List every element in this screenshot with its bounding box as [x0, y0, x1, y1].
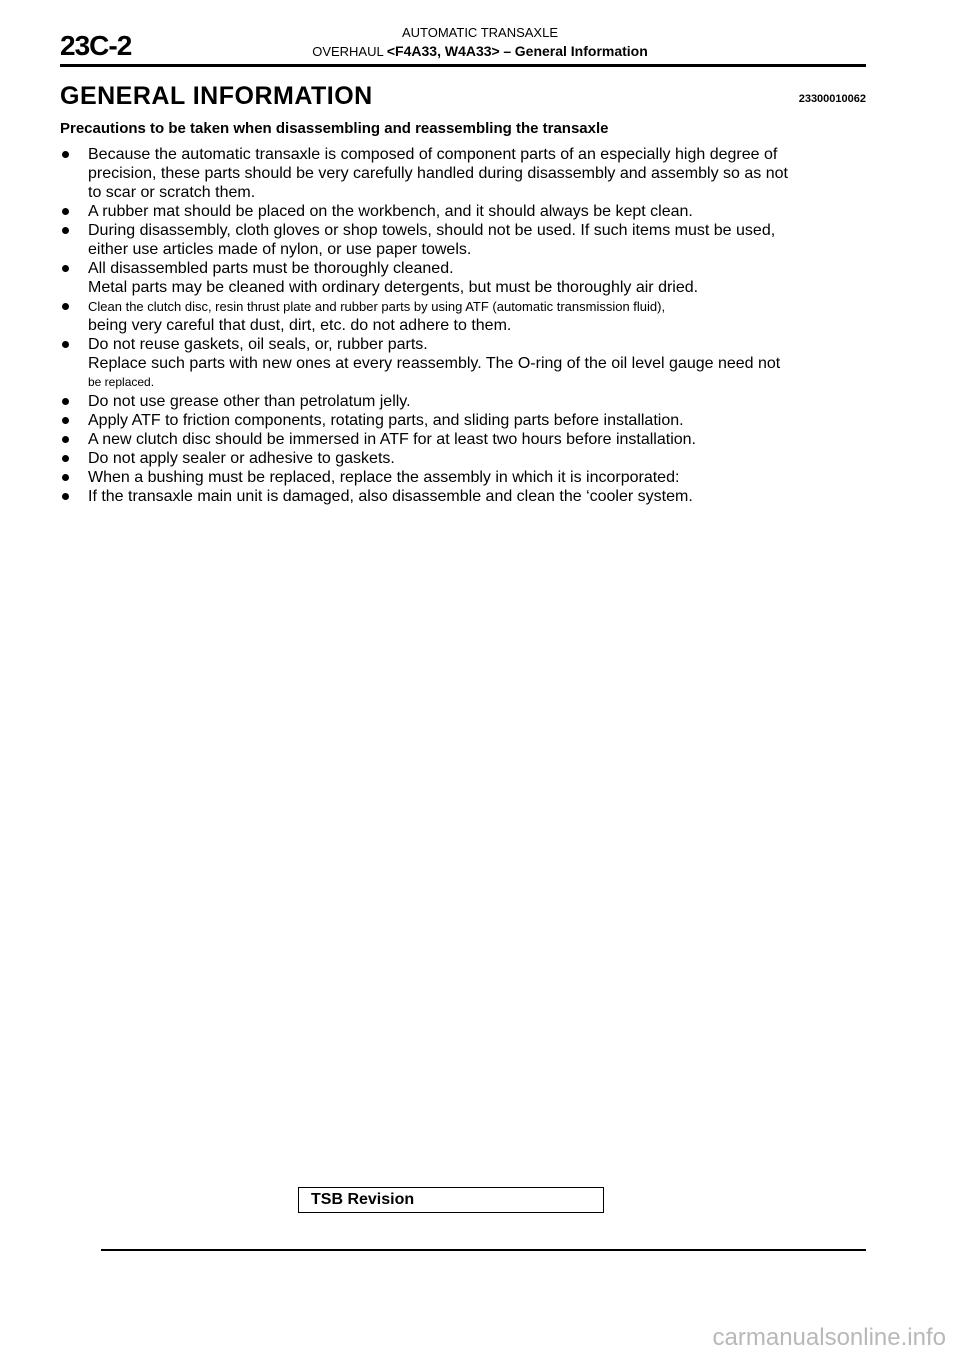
bullet-icon [62, 341, 69, 348]
bullet-icon [62, 208, 69, 215]
bullet-icon [62, 455, 69, 462]
item-line: A rubber mat should be placed on the wor… [88, 203, 693, 220]
list-item-continuation: Metal parts may be cleaned with ordinary… [88, 279, 699, 296]
list-item-continuation: be replaced. [88, 375, 155, 389]
item-line: Because the automatic transaxle is compo… [88, 146, 778, 163]
list-item-continuation: precision, these parts should be very ca… [88, 165, 788, 182]
reference-code: 23300010062 [798, 93, 866, 105]
bullet-icon [62, 493, 69, 500]
precautions-list: Because the automatic transaxle is compo… [62, 145, 868, 506]
list-item-continuation: being very careful that dust, dirt, etc.… [88, 317, 512, 334]
tsb-revision-box: TSB Revision [298, 1187, 604, 1213]
list-item: If the transaxle main unit is damaged, a… [62, 487, 868, 506]
list-item: Do not reuse gaskets, oil seals, or, rub… [62, 335, 868, 354]
header-chapter: AUTOMATIC TRANSAXLE [401, 25, 559, 40]
subheading: Precautions to be taken when disassembli… [60, 120, 609, 137]
item-line: Clean the clutch disc, resin thrust plat… [88, 299, 666, 314]
header-rule [60, 64, 866, 67]
header-section-name: General Information [514, 43, 648, 59]
list-item-continuation: to scar or scratch them. [88, 184, 256, 201]
bullet-icon [62, 227, 69, 234]
item-line: If the transaxle main unit is damaged, a… [88, 488, 693, 505]
item-line: Do not reuse gaskets, oil seals, or, rub… [88, 336, 428, 353]
bullet-icon [62, 265, 69, 272]
item-line: Apply ATF to friction components, rotati… [88, 412, 684, 429]
header-section-models: <F4A33, W4A33> [386, 43, 500, 59]
bullet-icon [62, 417, 69, 424]
header-section: OVERHAUL <F4A33, W4A33> – General Inform… [0, 43, 960, 59]
item-line: When a bushing must be replaced, replace… [88, 469, 680, 486]
list-item: All disassembled parts must be thoroughl… [62, 259, 868, 278]
bullet-icon [62, 474, 69, 481]
list-item: Do not apply sealer or adhesive to gaske… [62, 449, 868, 468]
list-item: During disassembly, cloth gloves or shop… [62, 221, 868, 240]
list-item: A new clutch disc should be immersed in … [62, 430, 868, 449]
header-section-dash: – [503, 43, 512, 59]
page-number: 23C-2 [60, 30, 132, 61]
item-line: Do not apply sealer or adhesive to gaske… [88, 450, 395, 467]
bullet-icon [62, 151, 69, 158]
list-item: Do not use grease other than petrolatum … [62, 392, 868, 411]
list-item: Apply ATF to friction components, rotati… [62, 411, 868, 430]
list-item-continuation: either use articles made of nylon, or us… [88, 241, 472, 258]
item-line: All disassembled parts must be thoroughl… [88, 260, 454, 277]
list-item: Because the automatic transaxle is compo… [62, 145, 868, 164]
item-line: A new clutch disc should be immersed in … [88, 431, 696, 448]
bullet-icon [62, 436, 69, 443]
header-section-prefix: OVERHAUL [312, 44, 384, 59]
bullet-icon [62, 303, 69, 310]
item-line: Do not use grease other than petrolatum … [88, 393, 411, 410]
list-item-continuation: Replace such parts with new ones at ever… [88, 355, 781, 372]
watermark: carmanualsonline.info [712, 1324, 946, 1351]
list-item: Clean the clutch disc, resin thrust plat… [62, 297, 868, 316]
list-item: When a bushing must be replaced, replace… [62, 468, 868, 487]
footer-rule [101, 1249, 866, 1251]
bullet-icon [62, 398, 69, 405]
list-item: A rubber mat should be placed on the wor… [62, 202, 868, 221]
item-line: During disassembly, cloth gloves or shop… [88, 222, 776, 239]
section-title: GENERAL INFORMATION [60, 82, 373, 110]
